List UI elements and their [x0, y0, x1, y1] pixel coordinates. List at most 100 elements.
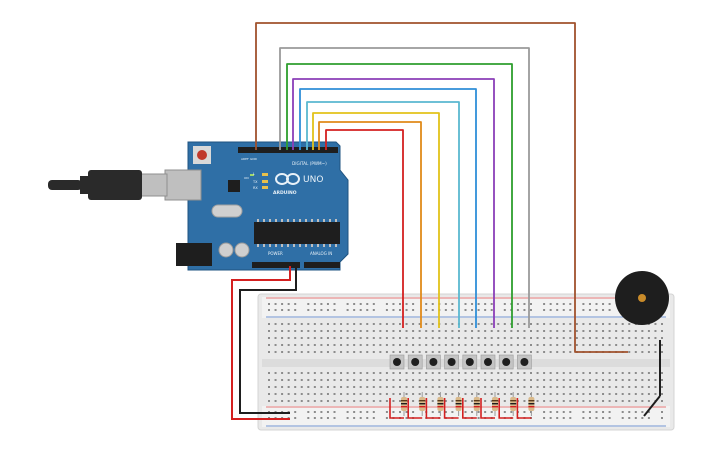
resistor[interactable] [389, 392, 407, 419]
rail-hole [549, 417, 552, 419]
usb-cable[interactable] [48, 170, 168, 200]
wire-purple[interactable] [292, 78, 495, 328]
push-button[interactable] [444, 354, 459, 370]
terminal-hole [340, 337, 343, 339]
wire-cyan[interactable] [306, 101, 460, 328]
wire-resistor-link[interactable] [480, 398, 495, 419]
rail-hole [359, 303, 362, 305]
wire-gnd[interactable] [239, 266, 297, 414]
push-button[interactable] [389, 354, 405, 370]
terminal-hole [346, 379, 349, 381]
push-button-cap [447, 358, 456, 366]
rail-hole [268, 303, 270, 305]
terminal-hole [490, 337, 493, 339]
terminal-hole [516, 344, 519, 346]
rail-hole [385, 303, 388, 305]
wire-yellow[interactable] [312, 112, 440, 328]
terminal-hole [464, 337, 467, 339]
rail-hole [628, 417, 631, 419]
rail-hole [588, 417, 591, 419]
wire-resistor-link[interactable] [443, 398, 459, 419]
rail-hole [405, 303, 408, 305]
terminal-hole [647, 400, 650, 402]
resistor[interactable] [461, 392, 480, 419]
terminal-hole [412, 372, 415, 374]
rail-hole [333, 417, 336, 419]
terminal-hole [536, 351, 539, 353]
wire-gnd-bridge[interactable] [643, 395, 661, 417]
piezo-buzzer[interactable] [615, 271, 669, 325]
resistor[interactable] [443, 392, 462, 419]
resistor[interactable] [516, 392, 535, 419]
push-button[interactable] [517, 354, 532, 370]
wire-resistor-link[interactable] [498, 398, 514, 419]
terminal-hole [549, 372, 552, 374]
terminal-hole [281, 379, 284, 381]
wire-5v[interactable] [231, 266, 291, 420]
rail-hole [588, 309, 591, 311]
push-button[interactable] [462, 354, 478, 370]
resistor[interactable] [425, 392, 444, 419]
terminal-hole [503, 351, 506, 353]
terminal-hole [372, 323, 375, 325]
rail-hole [661, 411, 663, 413]
arduino-uno-board[interactable]: UNO ARDUINO DIGITAL (PWM~) L TX RX ON AR… [164, 141, 349, 271]
wire-red[interactable] [325, 129, 404, 328]
rail-hole [530, 309, 532, 311]
wire-orange[interactable] [318, 121, 422, 328]
wire-gray[interactable] [279, 47, 530, 328]
led-tx [262, 180, 268, 183]
terminal-hole [516, 379, 519, 381]
terminal-hole [543, 337, 546, 339]
terminal-hole [471, 344, 474, 346]
terminal-hole [628, 351, 631, 353]
push-button[interactable] [407, 354, 423, 370]
terminal-hole [641, 337, 644, 339]
push-button-cap [411, 358, 420, 366]
terminal-hole [523, 337, 526, 339]
terminal-hole [320, 330, 323, 332]
crystal-oscillator [211, 204, 243, 218]
wire-resistor-link[interactable] [407, 398, 423, 419]
terminal-hole [320, 351, 323, 353]
terminal-hole [471, 386, 474, 388]
push-button[interactable] [498, 354, 514, 370]
terminal-hole [379, 323, 382, 325]
resistor[interactable] [498, 392, 517, 419]
terminal-hole [287, 351, 290, 353]
buzzer-center [638, 294, 646, 302]
terminal-hole [451, 372, 454, 374]
wire-brown[interactable] [255, 22, 628, 353]
board-brand-label: ARDUINO [273, 190, 297, 196]
terminal-hole [503, 330, 506, 332]
rail-hole [582, 411, 585, 413]
push-button[interactable] [480, 354, 496, 370]
push-button-cap [520, 358, 529, 366]
terminal-hole [536, 372, 539, 374]
resistor[interactable] [480, 392, 498, 419]
terminal-hole [530, 344, 532, 346]
terminal-hole [287, 372, 290, 374]
terminal-hole [359, 330, 362, 332]
terminal-hole [621, 393, 624, 395]
terminal-hole [425, 330, 428, 332]
wire-resistor-link[interactable] [516, 398, 532, 419]
terminal-hole [562, 393, 565, 395]
rail-hole [490, 309, 493, 311]
terminal-hole [372, 344, 375, 346]
wire-resistor-link[interactable] [461, 398, 477, 419]
rail-hole [274, 309, 277, 311]
terminal-hole [516, 393, 519, 395]
terminal-hole [615, 330, 618, 332]
wire-blue[interactable] [299, 88, 477, 328]
wire-resistor-link[interactable] [425, 398, 441, 419]
rail-hole [294, 417, 297, 419]
wire-resistor-link[interactable] [389, 398, 404, 419]
rail-hole [510, 411, 513, 413]
resistor[interactable] [407, 392, 426, 419]
rail-hole [556, 411, 559, 413]
push-button[interactable] [426, 354, 441, 370]
wire-green[interactable] [286, 63, 513, 328]
terminal-hole [385, 330, 388, 332]
led-rx [262, 186, 268, 189]
